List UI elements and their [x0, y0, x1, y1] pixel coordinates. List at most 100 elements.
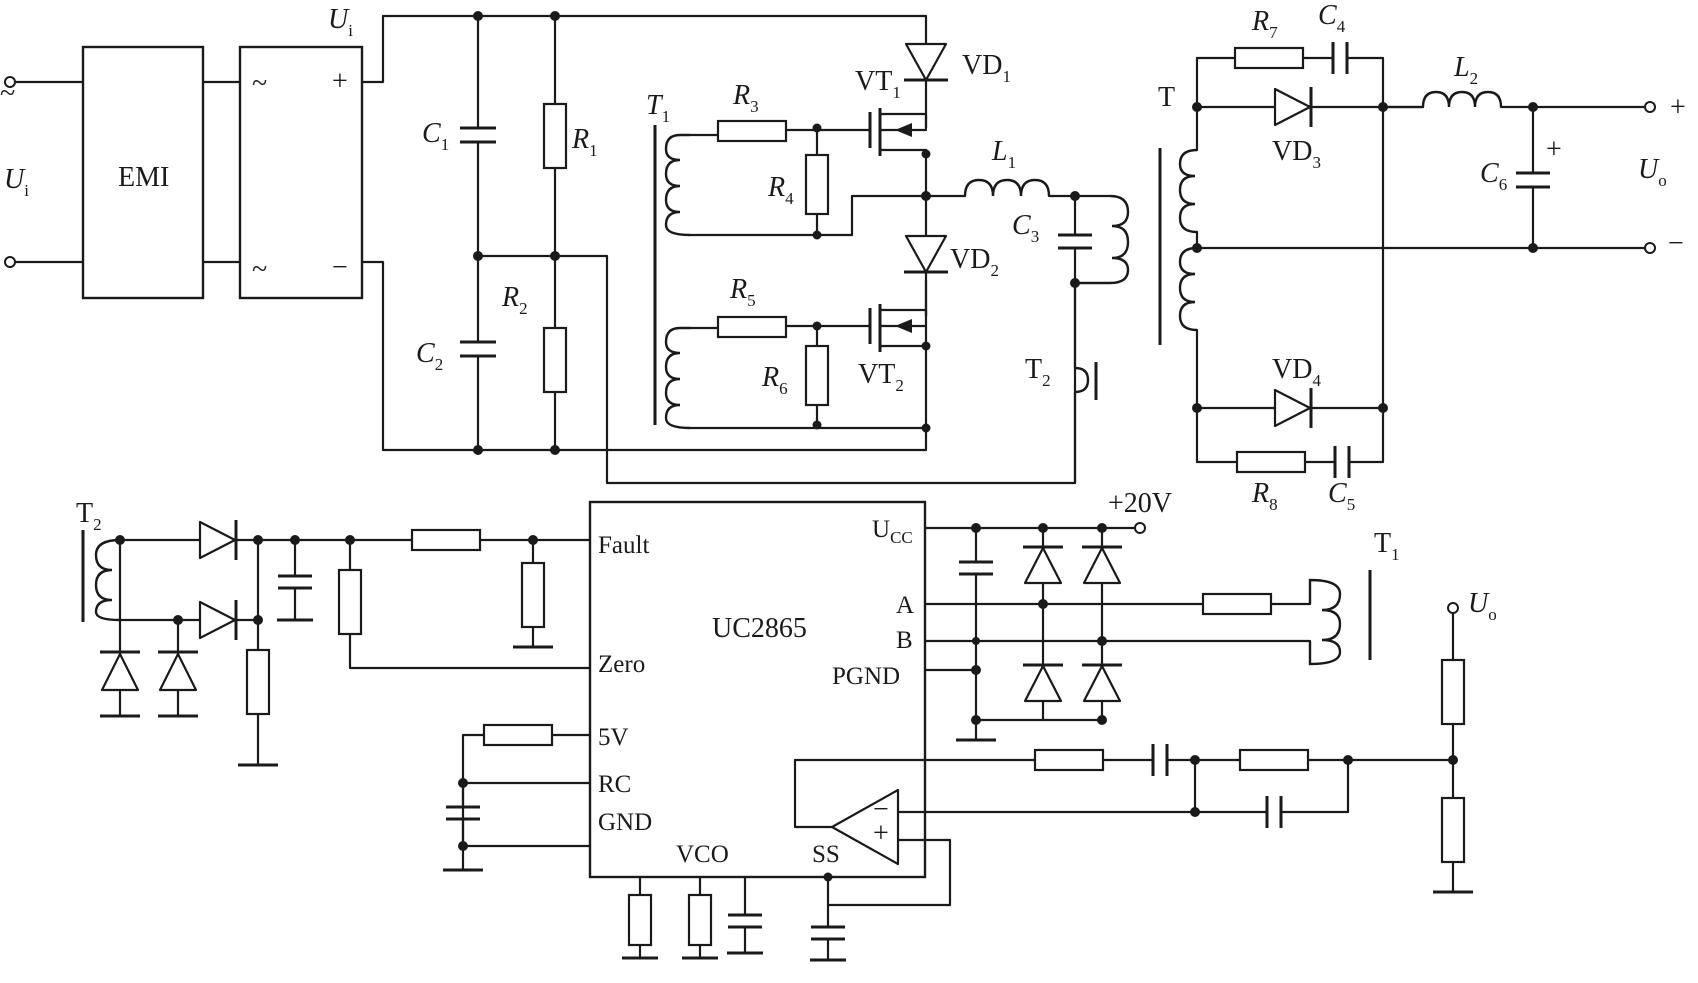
l1-inductor — [963, 178, 1051, 197]
input-voltage-label: Ui — [4, 164, 29, 200]
vt2-label: VT2 — [858, 359, 904, 395]
rectifier-ac2: ~ — [252, 254, 267, 285]
error-amplifier — [830, 788, 900, 866]
l2-inductor — [1421, 90, 1503, 108]
rectifier-ac1: ~ — [252, 68, 267, 99]
t1-bottom-coil — [1308, 578, 1342, 666]
r1-resistor — [542, 102, 568, 170]
clamp-diode-a-low — [1023, 664, 1063, 703]
vd1-label: VD1 — [962, 50, 1011, 86]
vd3-diode — [1273, 87, 1312, 127]
r2-label: R2 — [501, 282, 528, 318]
pin-a: A — [896, 592, 914, 619]
t2-top-coil — [1074, 366, 1090, 394]
clamp-diode-b-low — [1082, 664, 1122, 703]
ac-source-symbol: ~ — [0, 78, 15, 109]
t1-winding-2 — [664, 326, 691, 430]
secondary-winding-2 — [1178, 246, 1198, 332]
pin-b: B — [896, 627, 913, 654]
sense-load-resistor — [245, 648, 271, 716]
feedback-input-resistor — [1238, 748, 1310, 772]
r4-label: R4 — [767, 172, 794, 208]
r2-resistor — [542, 326, 568, 394]
output-minus-sign: − — [1668, 228, 1684, 259]
l1-label: L1 — [991, 136, 1016, 172]
rectifier-plus: + — [332, 66, 348, 97]
r6-resistor — [804, 344, 830, 407]
l2-label: L2 — [1453, 52, 1478, 88]
input-terminal-bottom — [4, 256, 16, 268]
c6-label: C6 — [1480, 158, 1507, 194]
t2-top-label: T2 — [1025, 354, 1051, 390]
r6-label: R6 — [761, 362, 788, 398]
r5-label: R5 — [729, 274, 756, 310]
opamp-plus: + — [873, 818, 889, 849]
bridge-diode-2 — [198, 600, 237, 640]
rc-timing-resistor — [482, 723, 554, 747]
r3-label: R3 — [732, 80, 759, 116]
c6-plus: + — [1546, 134, 1562, 165]
vd3-label: VD3 — [1272, 136, 1321, 172]
feedback-terminal — [1447, 602, 1459, 614]
r7-label: R7 — [1251, 6, 1278, 42]
r8-resistor — [1235, 450, 1307, 474]
vd1-diode — [904, 42, 948, 82]
pin-gnd: GND — [598, 809, 652, 836]
emi-label: EMI — [118, 162, 169, 193]
bridge-diode-3 — [100, 652, 140, 692]
pin-zero: Zero — [598, 651, 645, 678]
vco-resistor-1 — [627, 893, 653, 947]
pin-ucc: UCC — [872, 516, 913, 547]
secondary-winding-1 — [1178, 148, 1198, 234]
vd4-label: VD4 — [1272, 354, 1321, 390]
gate-drive-resistor — [1201, 592, 1273, 616]
output-terminal-plus — [1644, 101, 1656, 113]
opamp-minus: − — [873, 794, 889, 825]
vd2-label: VD2 — [950, 244, 999, 280]
control-section: UC2865 Fault Zero 5V RC GND VCO SS UCC A… — [76, 488, 1497, 962]
pin-rc: RC — [598, 771, 631, 798]
fault-series-resistor — [410, 528, 482, 552]
bridge-diode-4 — [158, 652, 198, 692]
pin-5v: 5V — [598, 724, 629, 751]
clamp-diode-a-high — [1023, 546, 1063, 585]
vt1-label: VT1 — [855, 66, 901, 102]
t2-bottom-coil — [94, 538, 121, 622]
half-bridge: VD1 T1 R3 R4 VT1 L1 — [646, 42, 1130, 485]
c5-label: C5 — [1328, 478, 1355, 514]
r5-resistor — [716, 315, 788, 339]
fault-pulldown-resistor — [520, 561, 546, 629]
clamp-diode-b-high — [1082, 546, 1122, 585]
supply-label: +20V — [1108, 488, 1172, 519]
c2-label: C2 — [416, 338, 443, 374]
t1-winding-1 — [664, 133, 691, 237]
vt1-mosfet — [868, 108, 928, 156]
rectified-voltage-label: Ui — [328, 4, 353, 40]
c1-label: C1 — [422, 118, 449, 154]
compensation-resistor-1 — [1033, 748, 1105, 772]
r4-resistor — [804, 153, 830, 216]
rectifier-block — [238, 45, 364, 300]
pin-ss: SS — [812, 841, 840, 868]
rectifier-minus: − — [332, 252, 348, 283]
r8-label: R8 — [1251, 478, 1278, 514]
t1-bottom-label: T1 — [1374, 528, 1400, 564]
feedback-voltage-label: Uo — [1468, 588, 1497, 624]
t-main-label: T — [1158, 82, 1175, 113]
r7-resistor — [1233, 46, 1305, 70]
vd4-diode — [1273, 388, 1312, 428]
r1-label: R1 — [571, 124, 598, 160]
input-section: ~ Ui EMI Ui ~ ~ + − C1 C2 R1 R2 — [0, 4, 1077, 485]
c4-label: C4 — [1318, 0, 1346, 36]
t2-bottom-label: T2 — [76, 498, 102, 534]
ic-name: UC2865 — [712, 613, 807, 644]
zero-divider-resistor — [337, 568, 363, 636]
supply-terminal — [1134, 522, 1146, 534]
pin-vco: VCO — [676, 841, 729, 868]
pin-pgnd: PGND — [832, 663, 900, 690]
r3-resistor — [716, 119, 788, 143]
vt2-mosfet — [868, 304, 928, 352]
main-transformer-primary — [1075, 194, 1130, 285]
t1-top-label: T1 — [646, 90, 670, 126]
